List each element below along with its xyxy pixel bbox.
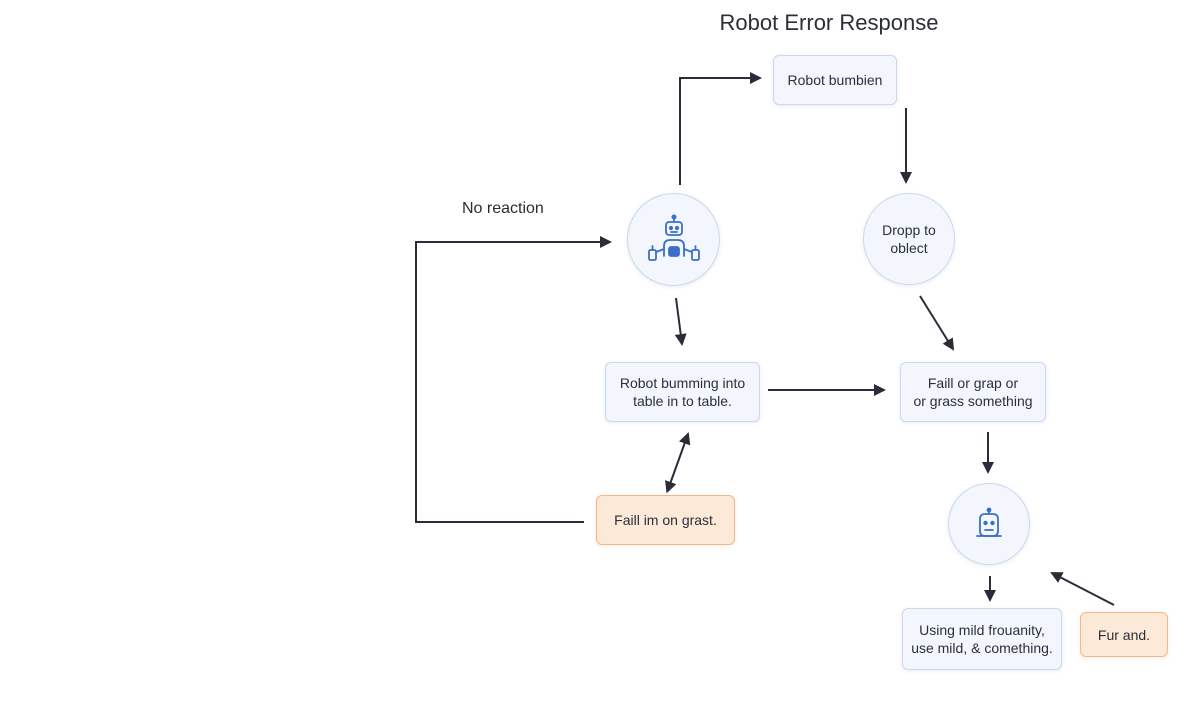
node-fur-and: Fur and.: [1080, 612, 1168, 657]
arrow-fur-and-to-face: [1050, 572, 1115, 606]
robot-icon: [647, 213, 700, 261]
diagram-title: Robot Error Response: [719, 10, 939, 35]
arrow-robot-icon-to-bumming: [674, 297, 687, 346]
arrow-no-reaction-to-robot-icon: [415, 236, 612, 523]
edge-label-no-reaction: No reaction: [462, 200, 544, 217]
node-faill-grast: Faill im on grast.: [596, 495, 735, 545]
arrow-loop-to-robot-bumbien: [679, 72, 762, 185]
node-dropp-object: Dropp to oblect: [863, 193, 955, 285]
node-face-icon-circle: [948, 483, 1030, 565]
node-robot-bumbien: Robot bumbien: [773, 55, 897, 105]
node-faill-grap: Faill or grap or or grass something: [900, 362, 1046, 422]
node-robot-bumming: Robot bumming into table in to table.: [605, 362, 760, 422]
node-robot-icon-circle: [627, 193, 720, 286]
face-icon: [976, 507, 1002, 537]
arrow-bumming-faill-grast-bidirectional: [665, 432, 691, 494]
node-mild-frouanity: Using mild frouanity, use mild, & cometh…: [902, 608, 1062, 670]
arrow-dropp-to-faill-grap: [919, 295, 955, 351]
